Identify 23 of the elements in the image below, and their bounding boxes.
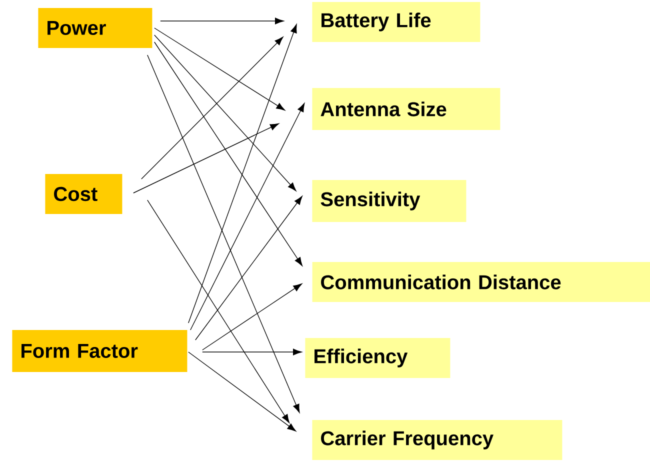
- arrow: [195, 196, 302, 340]
- parameter-box: Sensitivity: [312, 180, 466, 222]
- arrow: [147, 200, 290, 424]
- parameter-box: Carrier Frequency: [312, 420, 562, 460]
- arrow: [133, 123, 279, 194]
- arrow: [147, 54, 300, 413]
- parameter-box: Battery Life: [312, 2, 480, 42]
- factor-box: Form Factor: [12, 330, 188, 372]
- parameter-box: Communication Distance: [312, 262, 650, 302]
- arrow: [154, 34, 296, 192]
- arrow: [202, 348, 302, 356]
- factor-box: Power: [38, 8, 152, 48]
- arrow: [141, 36, 284, 180]
- arrow: [188, 24, 297, 324]
- parameter-box: Efficiency: [305, 338, 450, 378]
- arrow: [188, 352, 296, 432]
- arrow: [154, 42, 302, 266]
- arrow: [154, 28, 286, 111]
- arrow: [202, 284, 302, 350]
- arrow: [190, 103, 305, 330]
- parameter-box: Antenna Size: [312, 88, 500, 130]
- factor-box: Cost: [45, 174, 122, 214]
- arrow: [160, 18, 284, 24]
